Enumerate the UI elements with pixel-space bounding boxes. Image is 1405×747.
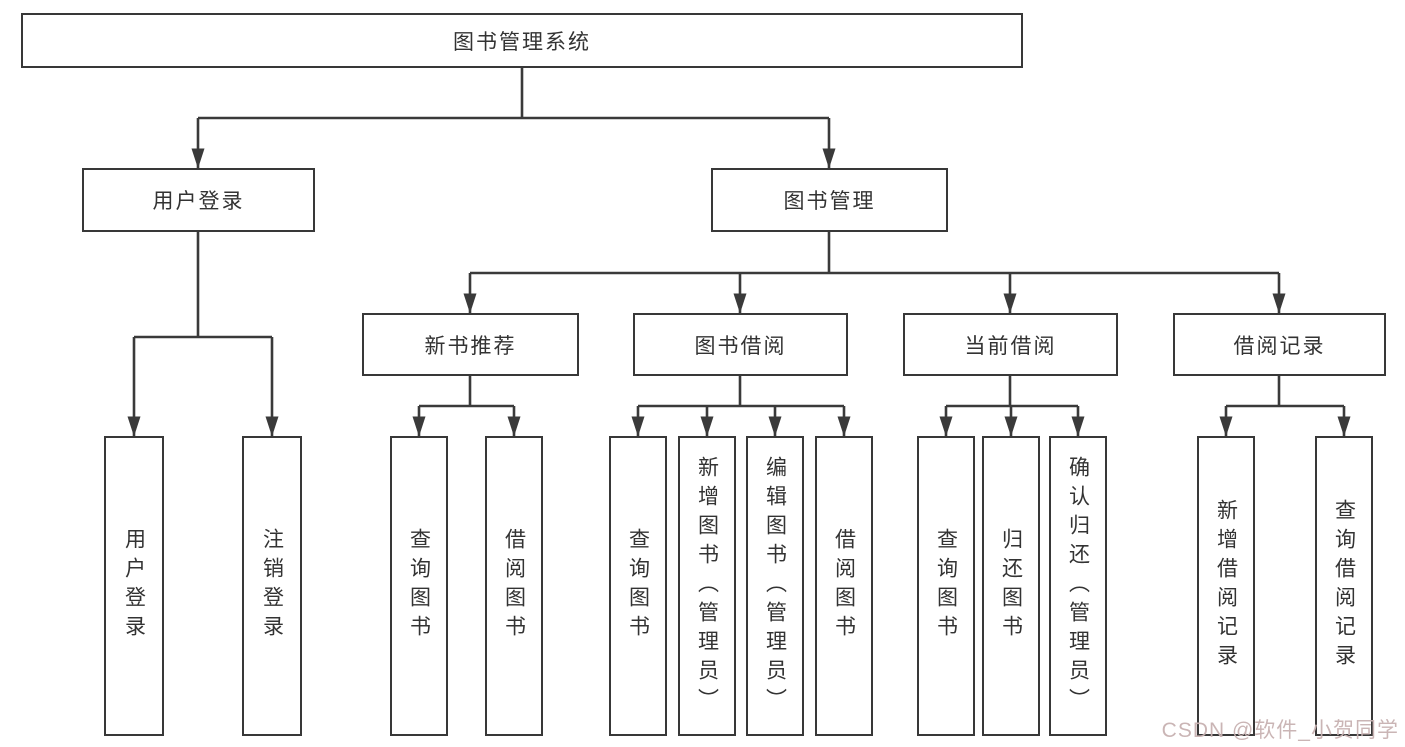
node-user-login-label: 用户登录 bbox=[152, 190, 245, 213]
csdn-watermark: CSDN @软件_小贺同学 bbox=[1161, 719, 1399, 742]
leaf-borrowing-borrow-book: 借阅图书 bbox=[815, 436, 873, 736]
leaf-logout-login-label: 注销登录 bbox=[260, 528, 284, 644]
leaf-borrowing-add-book-admin: 新增图书（管理员） bbox=[678, 436, 736, 736]
leaf-records-add-record: 新增借阅记录 bbox=[1197, 436, 1255, 736]
leaf-records-add-record-label: 新增借阅记录 bbox=[1214, 499, 1238, 673]
leaf-borrowing-add-book-admin-label: 新增图书（管理员） bbox=[695, 455, 719, 717]
leaf-user-login-label: 用户登录 bbox=[122, 528, 146, 644]
leaf-current-query-book-label: 查询图书 bbox=[934, 528, 958, 644]
leaf-borrowing-edit-book-admin-label: 编辑图书（管理员） bbox=[763, 455, 787, 717]
node-current-borrowing-label: 当前借阅 bbox=[964, 334, 1057, 358]
node-library-management-system: 图书管理系统 bbox=[21, 13, 1023, 68]
leaf-records-query-record-label: 查询借阅记录 bbox=[1332, 499, 1356, 673]
node-current-borrowing: 当前借阅 bbox=[903, 313, 1118, 376]
leaf-borrowing-borrow-book-label: 借阅图书 bbox=[832, 528, 856, 644]
node-borrowing-records: 借阅记录 bbox=[1173, 313, 1386, 376]
leaf-borrowing-query-book-label: 查询图书 bbox=[626, 528, 650, 644]
node-book-borrowing: 图书借阅 bbox=[633, 313, 848, 376]
leaf-user-login: 用户登录 bbox=[104, 436, 164, 736]
leaf-newbook-borrow-book: 借阅图书 bbox=[485, 436, 543, 736]
leaf-current-confirm-return-admin: 确认归还（管理员） bbox=[1049, 436, 1107, 736]
leaf-newbook-query-book-label: 查询图书 bbox=[407, 528, 431, 644]
node-book-borrowing-label: 图书借阅 bbox=[694, 334, 787, 358]
leaf-newbook-query-book: 查询图书 bbox=[390, 436, 448, 736]
leaf-current-confirm-return-admin-label: 确认归还（管理员） bbox=[1066, 455, 1090, 717]
leaf-newbook-borrow-book-label: 借阅图书 bbox=[502, 528, 526, 644]
node-borrowing-records-label: 借阅记录 bbox=[1233, 334, 1326, 358]
leaf-logout-login: 注销登录 bbox=[242, 436, 302, 736]
node-user-login: 用户登录 bbox=[82, 168, 315, 232]
leaf-borrowing-query-book: 查询图书 bbox=[609, 436, 667, 736]
leaf-current-query-book: 查询图书 bbox=[917, 436, 975, 736]
node-new-book-recommendation: 新书推荐 bbox=[362, 313, 579, 376]
node-book-management: 图书管理 bbox=[711, 168, 948, 232]
leaf-records-query-record: 查询借阅记录 bbox=[1315, 436, 1373, 736]
node-library-management-system-label: 图书管理系统 bbox=[453, 30, 591, 54]
leaf-current-return-book: 归还图书 bbox=[982, 436, 1040, 736]
node-book-management-label: 图书管理 bbox=[783, 190, 876, 213]
leaf-current-return-book-label: 归还图书 bbox=[999, 528, 1023, 644]
node-new-book-recommendation-label: 新书推荐 bbox=[424, 334, 517, 358]
leaf-borrowing-edit-book-admin: 编辑图书（管理员） bbox=[746, 436, 804, 736]
